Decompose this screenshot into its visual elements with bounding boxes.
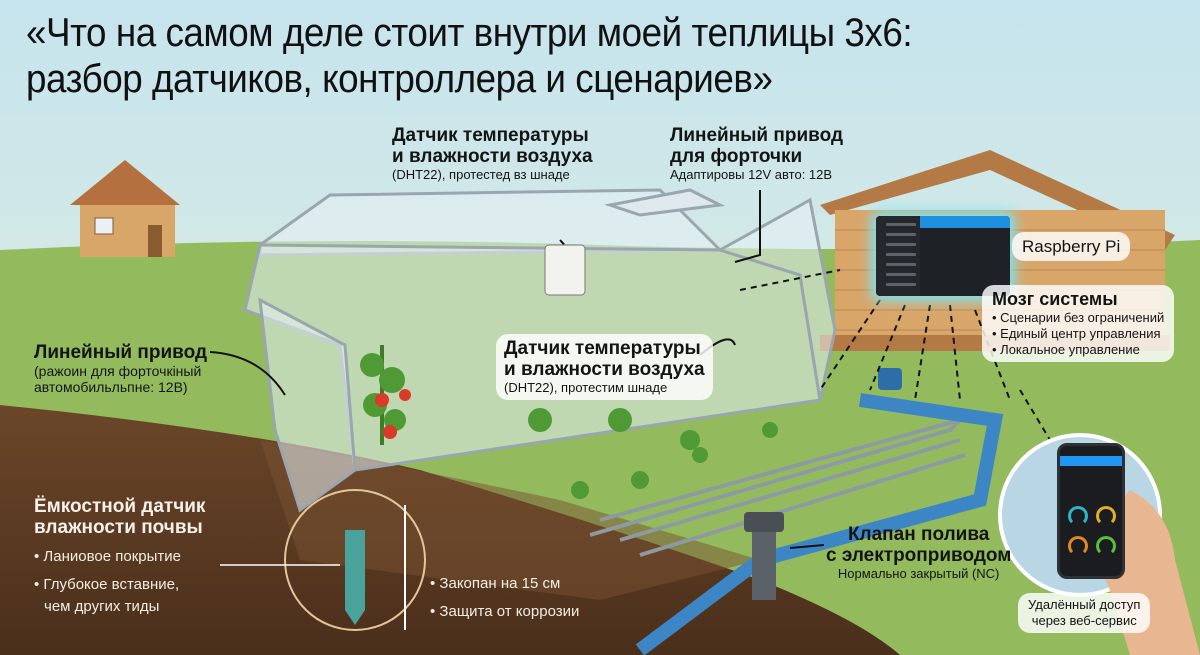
gauge-icon (1096, 536, 1116, 556)
callout-linear-actuator-left: Линейный привод (ражоин для форточкіный … (34, 342, 208, 395)
title-line-2: разбор датчиков, контроллера и сценариев… (26, 57, 773, 101)
depth-bullet: • Защита от коррозии (430, 603, 580, 620)
soil-bullet: • Ланиовое покрытие (34, 548, 182, 565)
water-pipe (635, 393, 1004, 655)
callout-vent-actuator-top: Линейный привод для форточки Адаптировы … (670, 125, 844, 182)
dht22-sensor-box (544, 244, 586, 296)
drip-irrigation-lines (589, 416, 967, 557)
soil-bullet: • Глубокое вставние, (34, 576, 180, 593)
dashboard-header (920, 216, 1010, 228)
callout-irrigation-valve: Клапан полива с электроприводом Нормальн… (826, 524, 1012, 581)
callout-system-brain: Мозг системы • Сценарии без ограничений … (982, 285, 1175, 362)
callout-remote-access: Удалённый доступ через веб-сервис (1018, 593, 1151, 633)
dashboard-sidebar (876, 216, 920, 296)
smartphone-dashboard (1057, 443, 1125, 579)
gauge-icon (1068, 506, 1088, 526)
brain-bullet: • Локальное управление (992, 342, 1140, 357)
soil-probe-illustration (220, 489, 426, 631)
callout-air-sensor-top: Датчик температуры и влажности воздуха (… (392, 125, 593, 182)
house-illustration (70, 160, 180, 257)
page-title: «Что на самом деле стоит внутри моей теп… (26, 10, 1093, 102)
depth-bullet: • Закопан на 15 см (430, 575, 561, 592)
valve-illustration (744, 368, 902, 600)
soil-bullet-continuation: чем других тиды (44, 598, 160, 615)
gauge-icon (1096, 506, 1116, 526)
title-line-1: «Что на самом деле стоит внутри моей теп… (26, 11, 913, 55)
raspberry-pi-dashboard-screen (876, 216, 1010, 296)
plants-illustration (360, 345, 778, 499)
callout-raspberry-pi: Raspberry Pi (1012, 232, 1131, 261)
brain-bullet: • Сценарии без ограничений (992, 310, 1165, 325)
gauge-icon (1068, 536, 1088, 556)
callout-air-sensor-center: Датчик температуры и влажности воздуха (… (496, 334, 713, 400)
brain-bullet: • Единый центр управления (992, 326, 1161, 341)
callout-soil-sensor: Ёмкостной датчик влажности почвы • Ланио… (34, 496, 205, 618)
callout-lines (209, 190, 825, 549)
callout-soil-depth: • Закопан на 15 см • Защита от коррозии (430, 573, 579, 623)
phone-app-header (1060, 456, 1122, 466)
